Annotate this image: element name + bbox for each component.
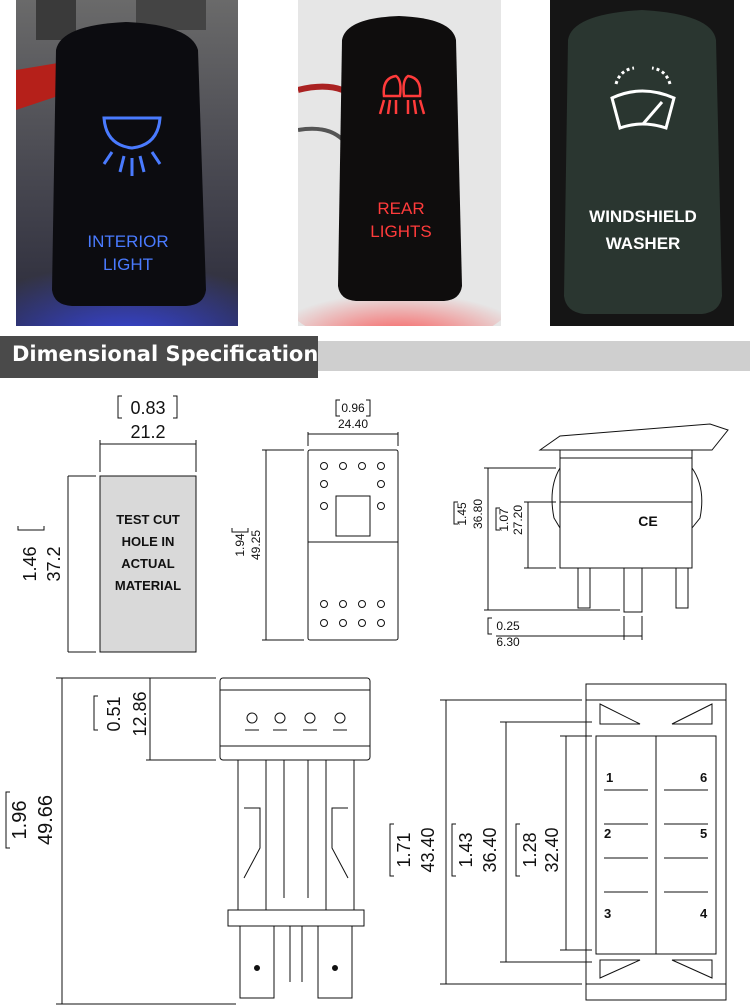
windshield-washer-icon	[610, 66, 676, 130]
cutout-height-mm: 37.2	[44, 546, 64, 581]
bottom-right-a-mm: 43.40	[418, 827, 438, 872]
pin-label: 6	[700, 770, 707, 785]
side-height-in: 1.45	[455, 502, 469, 526]
side-terminal-in: 0.25	[496, 619, 520, 633]
rear-work-lights-icon	[378, 74, 426, 115]
cutout-label-line-1: TEST CUT	[116, 512, 180, 527]
bottom-right-b-in: 1.43	[456, 832, 476, 867]
section-banner: Dimensional Specifications	[0, 336, 750, 378]
pin-label: 2	[604, 826, 611, 841]
bottom-left-overall-mm: 49.66	[35, 795, 57, 845]
front-height-in: 1.94	[233, 533, 247, 557]
ce-mark: CE	[638, 513, 657, 529]
dome-light-icon	[102, 116, 162, 176]
cutout-label-line-2: HOLE IN	[122, 534, 175, 549]
banner-light-strip	[318, 341, 750, 371]
front-height-mm: 49.25	[249, 530, 263, 560]
photo-interior-light: INTERIOR LIGHT	[16, 0, 238, 326]
banner-dark-block: Dimensional Specifications	[0, 336, 331, 378]
bottom-left-head-in: 0.51	[104, 696, 124, 731]
front-width-in: 0.96	[341, 401, 365, 415]
photo-label-line-2: LIGHT	[103, 255, 153, 274]
front-view-dots	[320, 462, 385, 627]
front-width-mm: 24.40	[338, 417, 368, 431]
pin-label: 3	[604, 906, 611, 921]
side-body-mm: 27.20	[511, 505, 525, 535]
bottom-right-b-mm: 36.40	[480, 827, 500, 872]
pin-label: 1	[606, 770, 613, 785]
bottom-left-view-drawing	[5, 677, 371, 1005]
cutout-width-mm: 21.2	[130, 422, 165, 442]
bottom-left-head-mm: 12.86	[130, 691, 150, 736]
photo-label-line-1: INTERIOR	[87, 232, 168, 251]
photo-rear-lights: REAR LIGHTS	[298, 0, 501, 326]
bottom-right-a-in: 1.71	[394, 832, 414, 867]
bottom-left-screws	[245, 712, 347, 971]
bottom-right-c-mm: 32.40	[542, 827, 562, 872]
photo-label-line-2: LIGHTS	[370, 222, 431, 241]
dimension-drawings: 0.83 21.2 1.46 37.2 TEST CUT HOLE IN ACT…	[5, 395, 729, 1005]
pin-label: 5	[700, 826, 707, 841]
cutout-height-in: 1.46	[20, 546, 40, 581]
photo-label-line-1: REAR	[377, 199, 424, 218]
bottom-left-overall-in: 1.96	[9, 801, 31, 840]
cutout-label-line-3: ACTUAL	[121, 556, 174, 571]
bottom-right-c-in: 1.28	[520, 832, 540, 867]
bottom-right-view-drawing	[389, 683, 727, 1001]
cutout-label-line-4: MATERIAL	[115, 578, 181, 593]
front-view-drawing	[231, 399, 399, 641]
side-height-mm: 36.80	[471, 499, 485, 529]
photo-windshield-washer: WINDSHIELD WASHER	[550, 0, 734, 326]
cutout-width-in: 0.83	[130, 398, 165, 418]
panel-cutout-drawing	[17, 395, 197, 653]
photo-label-line-2: WASHER	[606, 234, 681, 253]
pin-label: 4	[700, 906, 708, 921]
side-terminal-mm: 6.30	[496, 635, 520, 649]
side-view-drawing	[453, 423, 729, 640]
side-body-in: 1.07	[497, 508, 511, 532]
section-title: Dimensional Specifications	[12, 342, 331, 366]
photo-label-line-1: WINDSHIELD	[589, 207, 697, 226]
